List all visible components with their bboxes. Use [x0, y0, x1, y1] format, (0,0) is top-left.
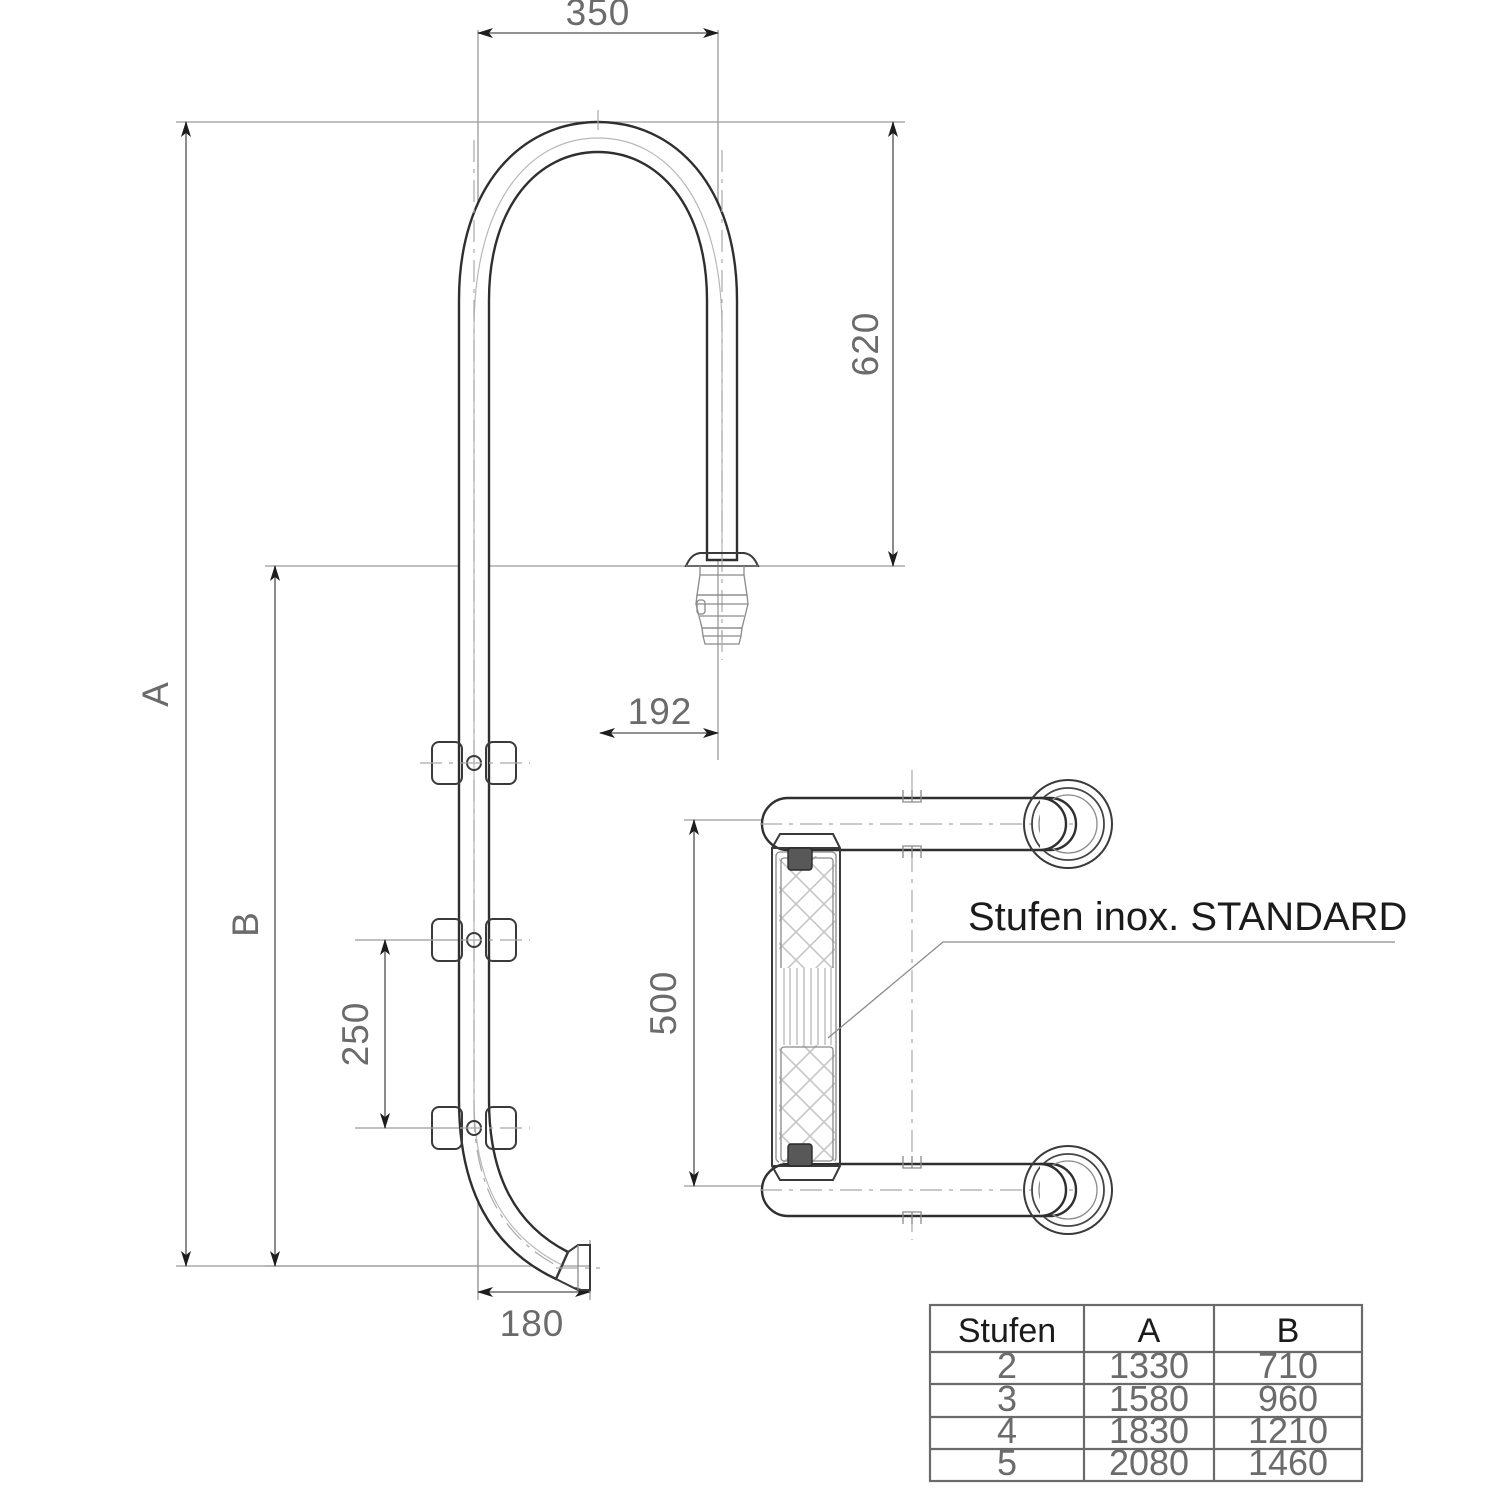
table-header-stufen: Stufen: [958, 1312, 1056, 1350]
step-bracket-3: [420, 1106, 530, 1150]
cell-stufen: 4: [997, 1410, 1017, 1451]
dimension-B-label: B: [225, 911, 266, 937]
cell-stufen: 3: [997, 1378, 1017, 1419]
annotation-leader: [827, 941, 1395, 1039]
cell-a: 1580: [1109, 1378, 1189, 1419]
cell-b: 1460: [1248, 1442, 1328, 1483]
table-header-a: A: [1138, 1312, 1161, 1350]
step-bolt-top: [787, 847, 813, 871]
cell-a: 2080: [1109, 1442, 1189, 1483]
dimension-B: B: [225, 565, 280, 1267]
table-row: 3 1580 960: [997, 1378, 1318, 1419]
upper-rail-tube: [760, 779, 1113, 869]
table-header-b: B: [1277, 1312, 1300, 1350]
cell-b: 960: [1258, 1378, 1318, 1419]
cell-b: 1210: [1248, 1410, 1328, 1451]
dimension-A-label: A: [135, 681, 176, 707]
dimension-500-label: 500: [643, 971, 684, 1036]
table-row: 5 2080 1460: [997, 1442, 1328, 1483]
annotation-text: Stufen inox. STANDARD: [968, 895, 1407, 939]
dimension-192-label: 192: [628, 691, 693, 732]
step-bracket-2: [420, 918, 530, 962]
stufen-dimension-table: Stufen A B 2 1330 710 3 1580 960 4 1830 …: [928, 1303, 1364, 1483]
dimension-180-label: 180: [500, 1303, 565, 1344]
lower-rail-tube: [760, 1145, 1113, 1235]
ladder-tube-body: [457, 120, 739, 1281]
step-bracket-1: [420, 741, 530, 785]
cell-a: 1330: [1109, 1345, 1189, 1386]
table-row: 4 1830 1210: [997, 1410, 1328, 1451]
ribbed-center-section: [779, 968, 835, 1054]
cell-stufen: 5: [997, 1442, 1017, 1483]
step-mount-brackets: [420, 741, 530, 1150]
dimension-250-label: 250: [335, 1002, 376, 1067]
cell-stufen: 2: [997, 1345, 1017, 1386]
tube-center-lines: [473, 110, 723, 1271]
dimension-A: A: [135, 121, 191, 1267]
dimension-250: 250: [335, 939, 390, 1129]
front-elevation-view: 350 620 A B 250 192 180: [135, 0, 905, 1344]
step-tread-side-body: [771, 833, 841, 1181]
side-section-view: 500: [643, 770, 1407, 1240]
dimension-500: 500: [643, 819, 790, 1187]
dimension-192: 192: [599, 691, 719, 738]
wall-flange-assembly: [684, 552, 760, 660]
table-row: 2 1330 710: [997, 1345, 1318, 1386]
step-bolt-bottom: [787, 1143, 813, 1167]
dimension-620-label: 620: [845, 312, 886, 377]
dimension-620: 620: [845, 121, 898, 567]
bottom-foot-cap: [554, 1244, 600, 1291]
dimension-180: 180: [477, 1287, 591, 1344]
cell-a: 1830: [1109, 1410, 1189, 1451]
dimension-350-label: 350: [566, 0, 631, 33]
dimension-350: 350: [477, 0, 719, 38]
cell-b: 710: [1258, 1345, 1318, 1386]
